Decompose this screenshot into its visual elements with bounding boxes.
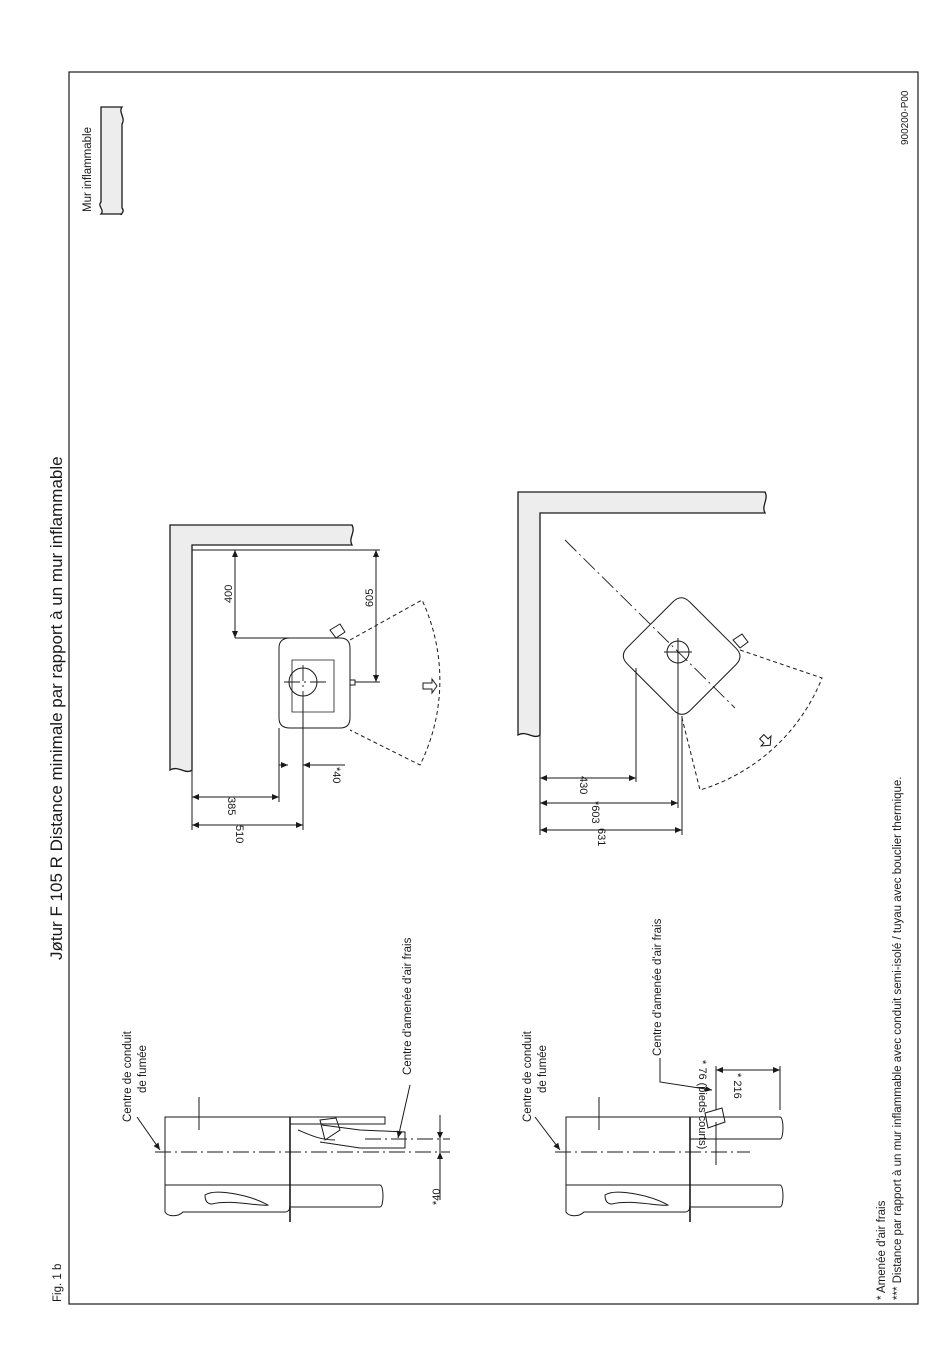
- label-air-center-bottom: Centre d'amenée d'air frais: [652, 918, 664, 1056]
- label-flue-center-bottom-2: de fumée: [537, 1045, 549, 1093]
- plan-view-corner: 430 *603 631: [517, 491, 823, 846]
- side-view-bottom: Centre de conduit de fumée Centre d'amen…: [522, 918, 784, 1222]
- wall-parallel: [169, 524, 354, 773]
- dim-corner-430: 430: [577, 776, 589, 794]
- dim-parallel-400: 400: [223, 585, 235, 603]
- footnote-air: * Amenée d'air frais: [876, 1200, 888, 1300]
- dim-bottom-76: * 76 (pieds courts): [696, 1060, 708, 1149]
- dim-parallel-40: *40: [330, 767, 342, 784]
- dim-top-40: *40: [431, 1188, 443, 1205]
- legend-label: Mur inflammable: [82, 127, 94, 212]
- drawing-frame: [68, 71, 919, 1305]
- wall-corner: [517, 491, 767, 738]
- dim-bottom-216: * 216: [731, 1073, 743, 1099]
- dim-corner-603: *603: [589, 801, 601, 824]
- figure-label: Fig. 1 b: [52, 1264, 64, 1302]
- legend: Mur inflammable: [82, 106, 124, 216]
- plan-view-parallel: 400 605 385 510 *40: [169, 524, 441, 843]
- dim-parallel-385: 385: [225, 797, 237, 815]
- label-air-center-top: Centre d'amenée d'air frais: [402, 937, 414, 1075]
- side-view-top: Centre de conduit de fumée Centre d'amen…: [122, 937, 450, 1222]
- dim-parallel-510: 510: [233, 825, 245, 843]
- document-ref: 900200-P00: [900, 90, 911, 145]
- dim-parallel-605: 605: [364, 589, 376, 607]
- legend-wall-swatch: [99, 106, 124, 216]
- label-flue-center-bottom-1: Centre de conduit: [522, 1030, 534, 1122]
- dim-corner-631: 631: [595, 828, 607, 846]
- label-flue-center-top-1: Centre de conduit: [122, 1030, 134, 1122]
- footnote-distance: *** Distance par rapport à un mur inflam…: [892, 776, 904, 1300]
- page-title: Jøtur F 105 R Distance minimale par rapp…: [47, 456, 66, 960]
- label-flue-center-top-2: de fumée: [137, 1045, 149, 1093]
